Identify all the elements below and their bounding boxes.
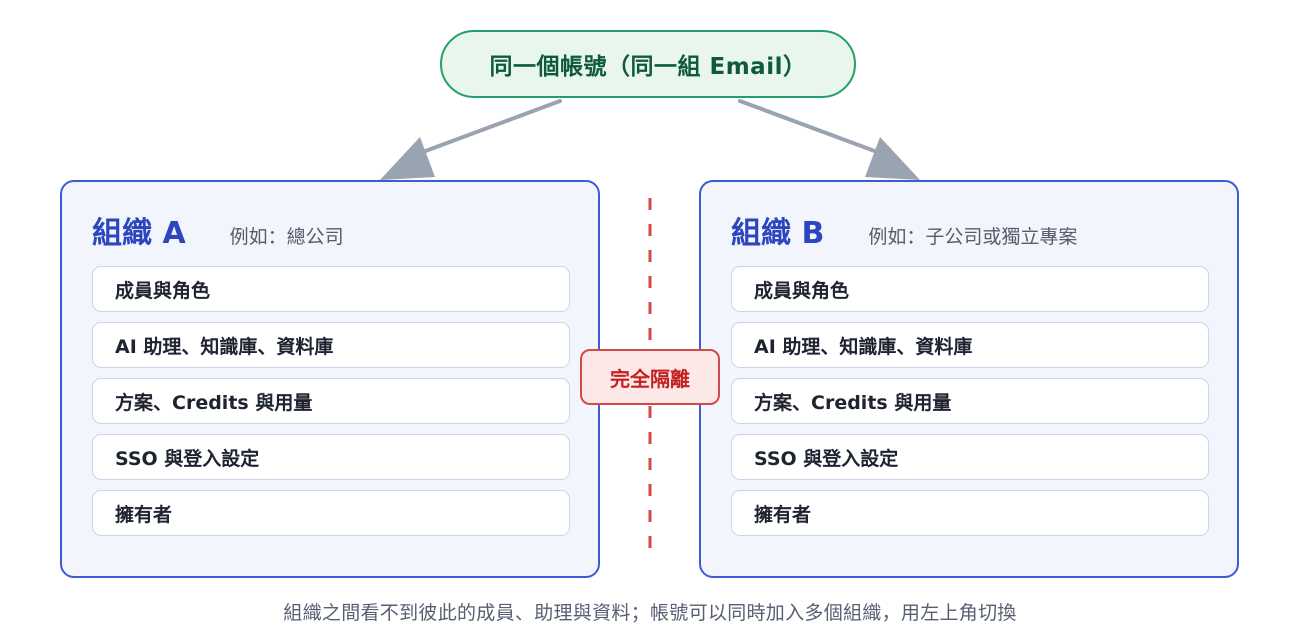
arrow-head-org-a (380, 137, 435, 180)
org-a-header: 組織 A 例如：總公司 (92, 208, 344, 252)
account-node: 同一個帳號（同一組 Email） (440, 30, 856, 98)
org-b-item-owner: 擁有者 (731, 490, 1209, 536)
isolation-label: 完全隔離 (610, 366, 690, 391)
org-b-title: 組織 B (731, 216, 825, 251)
account-label: 同一個帳號（同一組 Email） (489, 54, 807, 80)
arrow-head-org-b (865, 137, 920, 180)
org-card-a: 組織 A 例如：總公司 成員與角色 AI 助理、知識庫、資料庫 方案、Credi… (60, 180, 600, 578)
footer-caption: 組織之間看不到彼此的成員、助理與資料；帳號可以同時加入多個組織，用左上角切換 (283, 602, 1017, 624)
org-a-example: 例如：總公司 (229, 226, 344, 248)
org-b-header: 組織 B 例如：子公司或獨立專案 (731, 208, 1077, 252)
org-b-item-assistants: AI 助理、知識庫、資料庫 (731, 322, 1209, 368)
arrow-to-org-a (402, 99, 562, 161)
org-a-title: 組織 A (92, 216, 186, 251)
org-b-item-sso: SSO 與登入設定 (731, 434, 1209, 480)
isolation-badge: 完全隔離 (580, 349, 720, 405)
org-b-example: 例如：子公司或獨立專案 (868, 226, 1078, 248)
org-a-item-owner: 擁有者 (92, 490, 570, 536)
org-a-item-assistants: AI 助理、知識庫、資料庫 (92, 322, 570, 368)
org-a-item-members: 成員與角色 (92, 266, 570, 312)
arrow-to-org-b (738, 99, 898, 161)
org-a-item-plans: 方案、Credits 與用量 (92, 378, 570, 424)
org-b-item-members: 成員與角色 (731, 266, 1209, 312)
org-b-item-plans: 方案、Credits 與用量 (731, 378, 1209, 424)
org-a-item-sso: SSO 與登入設定 (92, 434, 570, 480)
org-card-b: 組織 B 例如：子公司或獨立專案 成員與角色 AI 助理、知識庫、資料庫 方案、… (699, 180, 1239, 578)
